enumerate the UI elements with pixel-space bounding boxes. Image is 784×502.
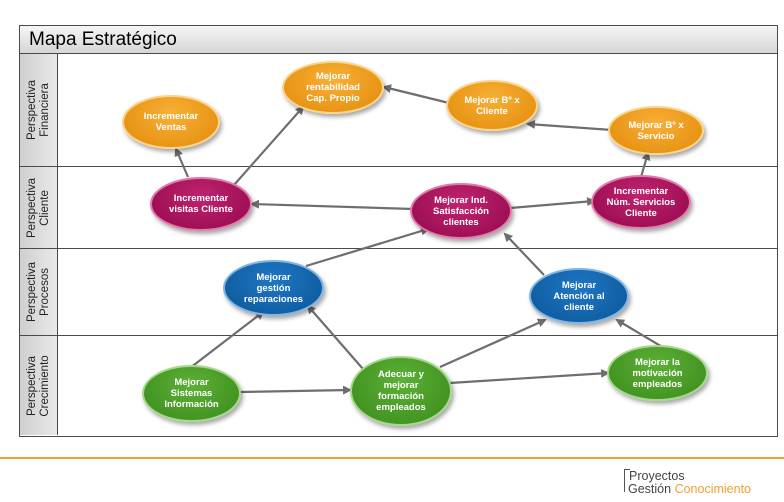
- logo-line-1: Proyectos: [629, 469, 685, 483]
- arrow-servicios-to-boservicio: [639, 151, 651, 178]
- arrow-satisfaccion-to-visitas: [250, 199, 414, 211]
- footer-accent-line: [0, 457, 784, 459]
- lane-procesos: Perspectiva Procesos: [20, 249, 777, 336]
- arrow-visitas-to-ventas: [174, 147, 190, 178]
- lane-label-box-financiera: Perspectiva Financiera: [20, 54, 58, 166]
- logo-line-2: Gestión Conocimiento: [628, 482, 752, 496]
- lane-label-box-crecimiento: Perspectiva Crecimiento: [20, 336, 58, 435]
- page-title: Mapa Estratégico: [29, 29, 177, 50]
- arrow-formacion-to-reparaciones: [306, 304, 364, 370]
- arrow-bocliente-to-rentabilidad: [382, 84, 450, 105]
- arrow-sistemas-to-reparaciones: [189, 310, 265, 369]
- arrow-formacion-to-motivacion: [449, 368, 610, 385]
- lane-label-box-cliente: Perspectiva Cliente: [20, 167, 58, 248]
- brand-logo: Proyectos Gestión Conocimiento: [624, 468, 774, 498]
- lane-label-box-procesos: Perspectiva Procesos: [20, 249, 58, 335]
- arrow-atencion-to-satisfaccion: [503, 232, 545, 276]
- arrow-sistemas-to-formacion: [239, 385, 352, 395]
- arrow-boservicio-to-bocliente: [526, 120, 613, 132]
- arrow-visitas-to-rentabilidad: [233, 105, 305, 186]
- title-bar: Mapa Estratégico: [20, 26, 777, 54]
- arrow-satisfaccion-to-servicios: [509, 197, 596, 210]
- lane-financiera: Perspectiva Financiera: [20, 54, 777, 167]
- arrow-formacion-to-atencion: [439, 318, 547, 369]
- arrow-reparaciones-to-satisfaccion: [305, 226, 430, 268]
- logo-bracket-icon: [624, 469, 630, 492]
- lane-crecimiento: Perspectiva Crecimiento: [20, 336, 777, 435]
- lane-cliente: Perspectiva Cliente: [20, 167, 777, 249]
- arrow-motivacion-to-atencion: [615, 318, 665, 349]
